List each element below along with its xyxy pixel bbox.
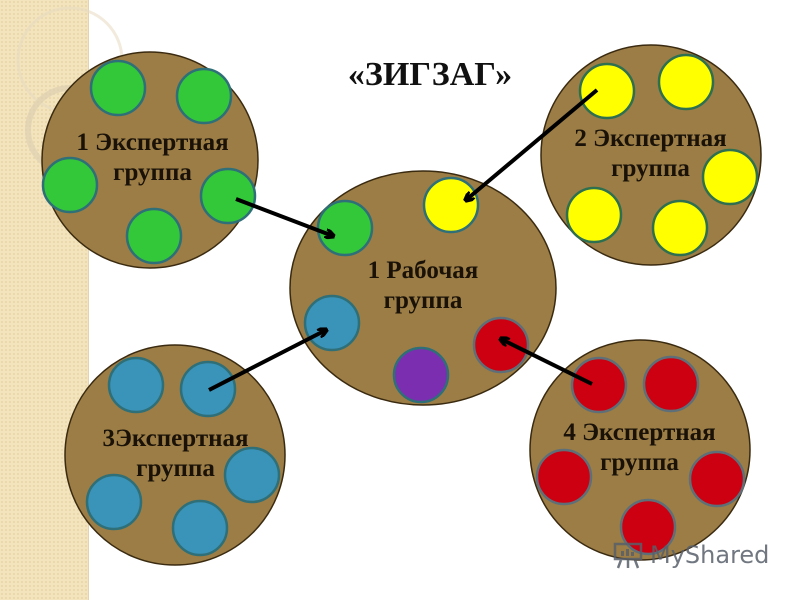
member-circle-yellow [651,199,709,257]
arrow-expert3-to-working [208,330,326,392]
member-circle-green [175,67,233,125]
expert-group-2-label: 2 Экспертная группа [553,124,748,184]
member-circle-red [642,355,700,413]
member-circle-yellow [657,53,715,111]
member-circle-green [125,207,183,265]
watermark-text: MyShared [650,541,770,569]
page-title: «ЗИГЗАГ» [347,56,513,93]
expert-group-1-label: 1 Экспертная группа [55,128,250,188]
member-circle-red [570,356,628,414]
arrow-expert4-to-working [501,339,593,386]
member-circle-green [89,59,147,117]
expert-group-3-label: 3Экспертная группа [78,424,273,484]
expert-group-4-label: 4 Экспертная группа [542,418,737,478]
member-circle-yellow [565,186,623,244]
label-line-2: группа [113,159,192,186]
member-circle-yellow [422,176,480,234]
member-circle-green [41,156,99,214]
member-circle-yellow [578,62,636,120]
arrow-expert1-to-working [235,197,333,236]
label-line-2: группа [383,287,463,314]
member-circle-blue [171,499,229,557]
presentation-board-icon [613,542,643,569]
arrow-expert2-to-working [466,88,599,200]
member-circle-red [688,450,746,508]
member-circle-green [199,167,257,225]
working-group-1 [289,170,557,406]
member-circle-blue [107,356,165,414]
label-line-1: 3Экспертная [102,425,249,452]
label-line-1: 2 Экспертная [574,125,727,152]
member-circle-red [472,316,530,374]
member-circle-yellow [701,148,759,206]
expert-group-1 [41,51,259,269]
watermark: MyShared [612,540,769,570]
member-circle-purple [392,346,450,404]
working-group-label: 1 Рабочая группа [338,256,508,316]
expert-group-4 [529,339,751,561]
member-circle-blue [223,446,281,504]
member-circle-blue [85,473,143,531]
label-line-2: группа [136,455,215,482]
label-line-2: группа [600,449,679,476]
member-circle-blue [179,360,237,418]
label-line-1: 1 Экспертная [76,129,229,156]
label-line-1: 1 Рабочая [367,257,479,284]
expert-group-2 [540,44,762,266]
label-line-2: группа [611,155,690,182]
arrows [208,88,599,392]
member-circle-red [619,498,677,556]
member-circle-green [316,199,374,257]
member-circle-red [535,448,593,506]
expert-group-3 [64,344,286,566]
label-line-1: 4 Экспертная [563,419,716,446]
